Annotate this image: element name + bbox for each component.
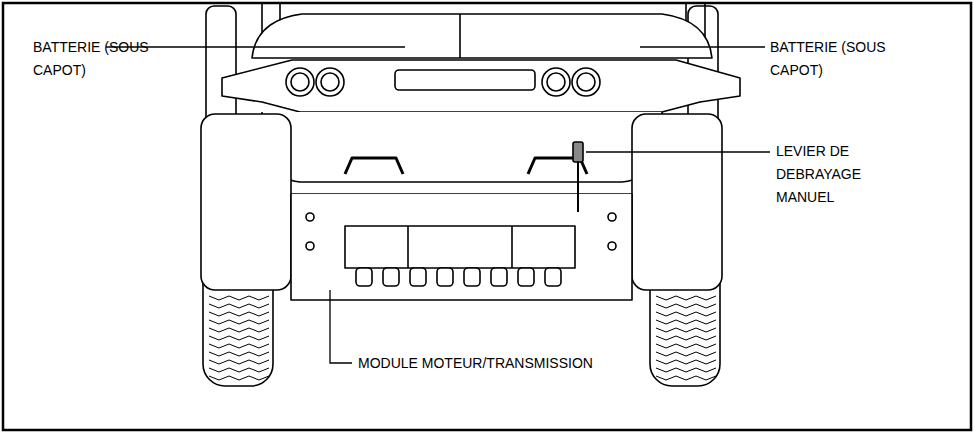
upper-wheel [206, 6, 236, 131]
rear-light [316, 68, 344, 96]
screw [608, 213, 616, 221]
fin [491, 268, 507, 286]
center-bar [395, 70, 535, 90]
callout-label: LEVIER DE DEBRAYAGE MANUEL [776, 140, 886, 209]
leader-line [106, 46, 405, 47]
rear-light [577, 73, 595, 91]
tread-mark [656, 360, 716, 364]
module-plate [345, 226, 575, 268]
rear-light [547, 73, 565, 91]
tread-mark [209, 376, 269, 380]
tread-mark [656, 336, 716, 340]
tread-mark [656, 304, 716, 308]
tread-mark [209, 360, 269, 364]
fin [383, 268, 399, 286]
leader-line [640, 46, 765, 47]
tread-mark [656, 376, 716, 380]
rear-light [542, 68, 570, 96]
tire-tread [209, 296, 716, 380]
plate-seam [407, 226, 409, 268]
rear-fascia [222, 60, 740, 112]
callout-label: MODULE MOTEUR/TRANSMISSION [358, 352, 688, 375]
basket-rim [276, 118, 648, 182]
tread-mark [656, 320, 716, 324]
tread-mark [656, 296, 716, 300]
tread-mark [656, 328, 716, 332]
tread-mark [209, 328, 269, 332]
screw [608, 242, 616, 250]
plate-seam [511, 226, 513, 268]
tread-mark [209, 344, 269, 348]
tread-mark [209, 304, 269, 308]
callout-label: BATTERIE (SOUS CAPOT) [770, 36, 910, 82]
tread-mark [209, 320, 269, 324]
handle [345, 158, 403, 174]
frame-border [3, 3, 971, 430]
fin [545, 268, 561, 286]
scooter-rear-view [201, 4, 740, 386]
leader-line [330, 290, 352, 363]
release-lever-rod [577, 160, 579, 212]
leader-line [586, 151, 770, 152]
fin [518, 268, 534, 286]
rear-basket [262, 112, 662, 194]
tread-mark [656, 344, 716, 348]
callout-label: BATTERIE (SOUS CAPOT) [33, 36, 153, 82]
screw [306, 242, 314, 250]
tread-mark [209, 296, 269, 300]
tread-mark [209, 336, 269, 340]
leader-lines [106, 47, 770, 363]
tread-mark [656, 368, 716, 372]
rear-light [286, 68, 314, 96]
tread-mark [209, 352, 269, 356]
fin [464, 268, 480, 286]
tread-mark [209, 368, 269, 372]
release-lever-knob [573, 142, 583, 162]
fin [437, 268, 453, 286]
rear-light [572, 68, 600, 96]
fin [410, 268, 426, 286]
module-fins [356, 268, 561, 286]
rear-light [291, 73, 309, 91]
fender [201, 114, 291, 290]
motor-module-panel [291, 194, 632, 300]
rear-light [321, 73, 339, 91]
tread-mark [656, 312, 716, 316]
fin [356, 268, 372, 286]
tread-mark [656, 352, 716, 356]
hood-seam [459, 14, 461, 58]
screw [306, 213, 314, 221]
battery-hood [252, 14, 712, 58]
fender [632, 114, 722, 290]
tread-mark [209, 312, 269, 316]
